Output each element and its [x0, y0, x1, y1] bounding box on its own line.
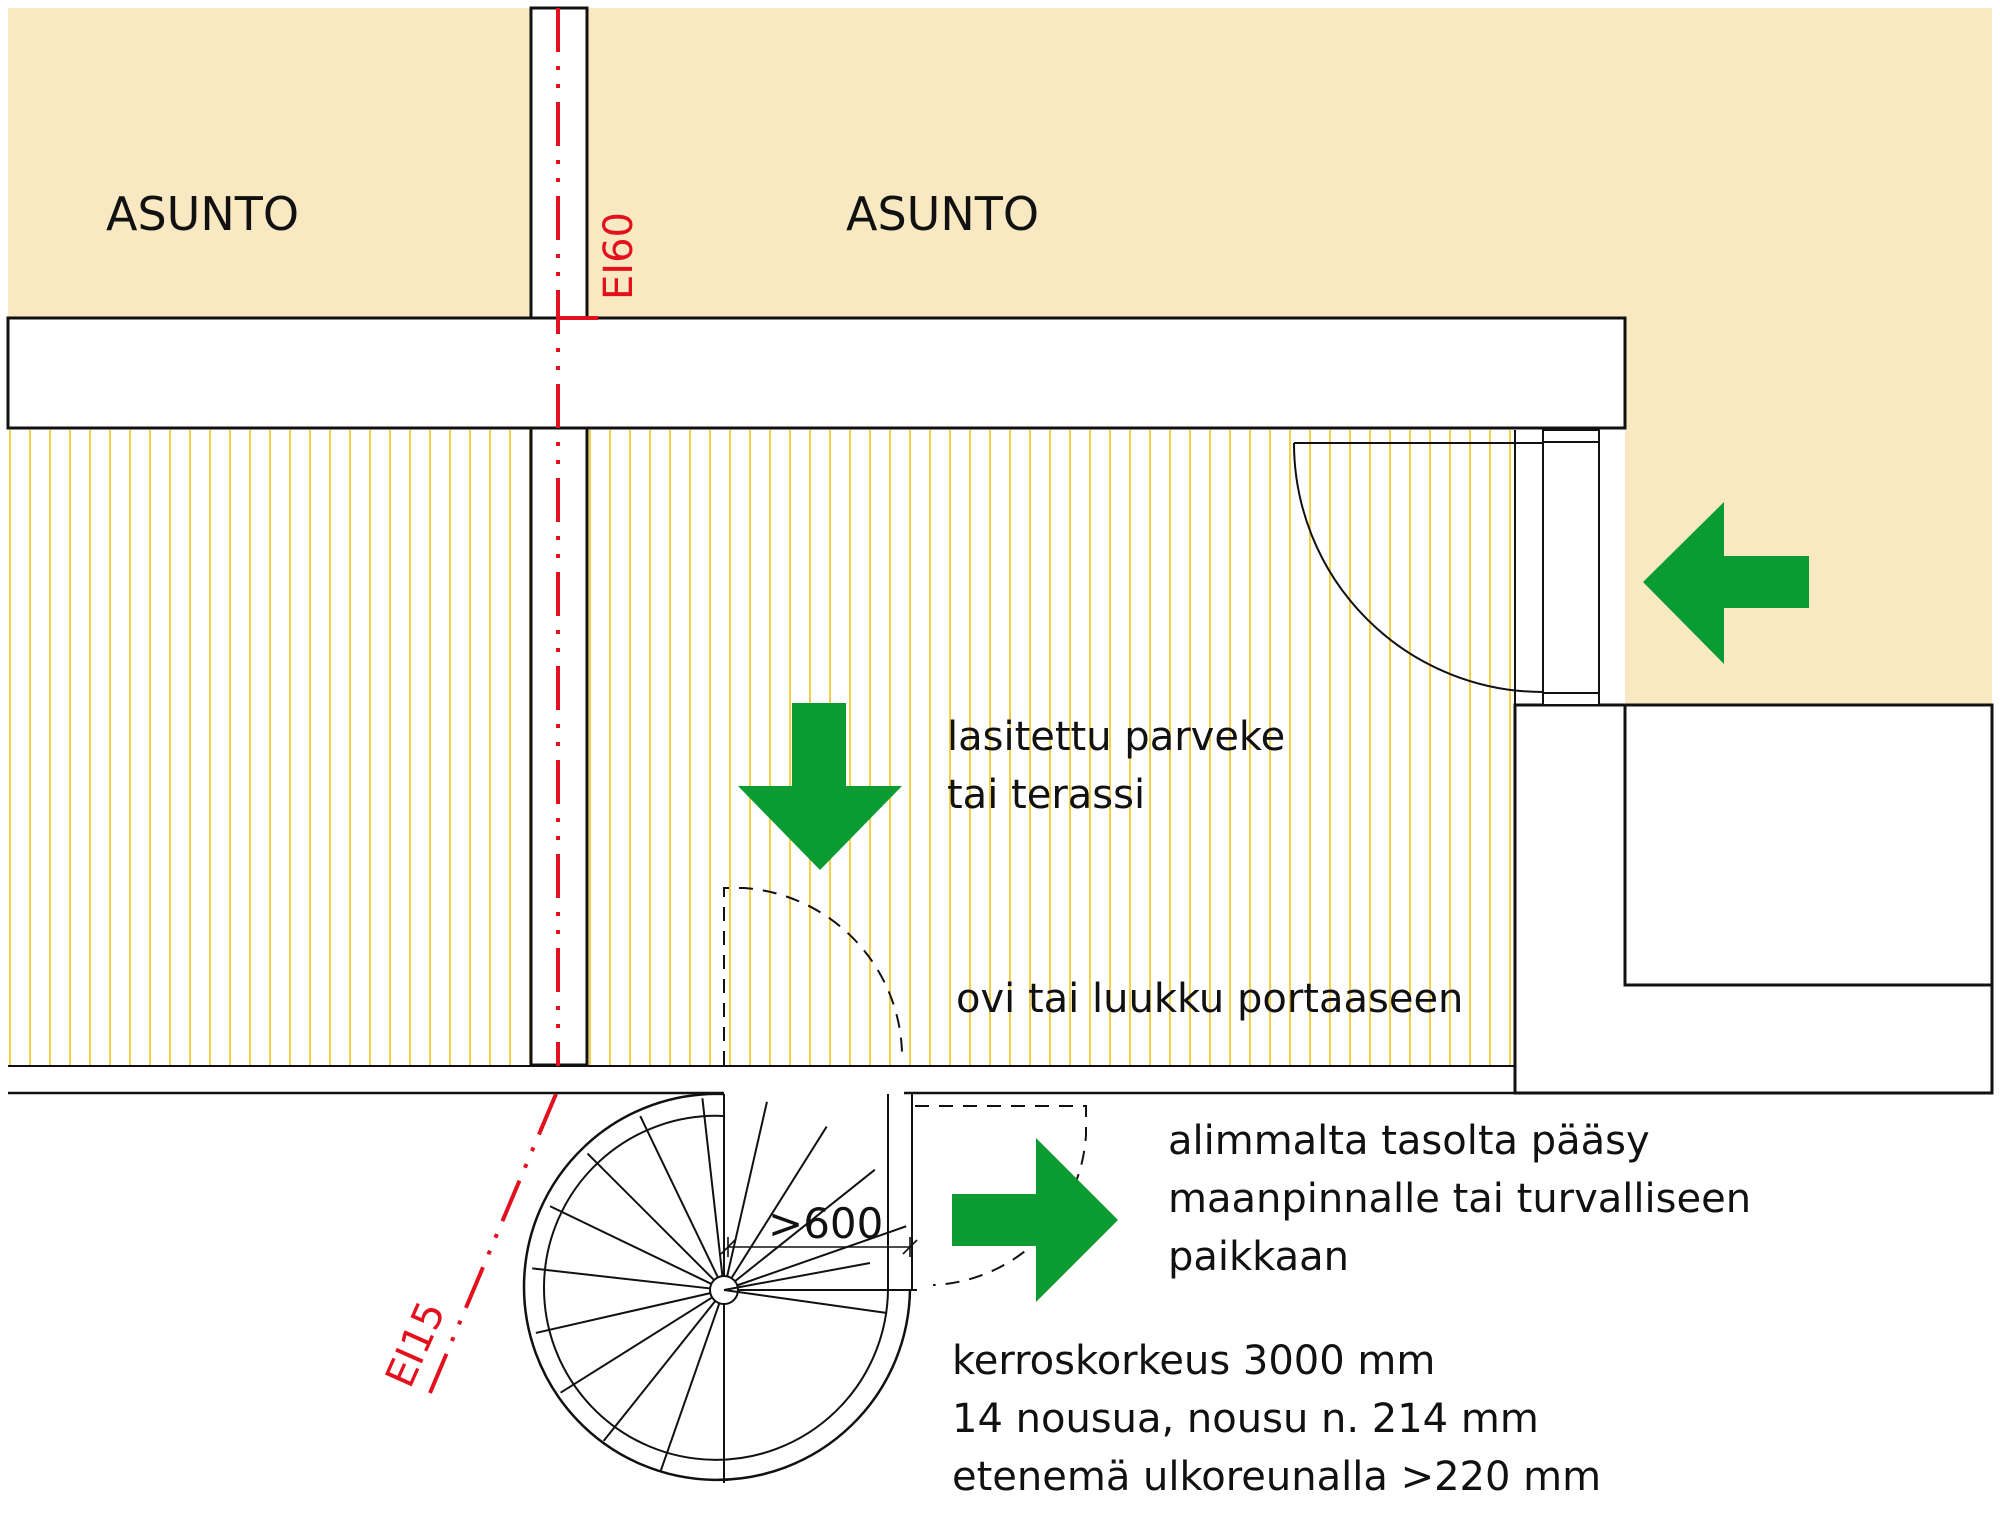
stair-tread [736, 1225, 907, 1287]
spiral-stair [522, 1092, 917, 1483]
balcony-left-area [8, 430, 532, 1066]
apartment-right-label: ASUNTO [846, 187, 1039, 241]
door-label: ovi tai luukku portaaseen [956, 976, 1463, 1022]
stair-tread [723, 1289, 888, 1314]
stair-tread [560, 1296, 713, 1394]
hatch-door [723, 887, 903, 1065]
corner-wall-mask [1517, 707, 1623, 991]
stair-tread [602, 1300, 717, 1442]
fire-line-ei60 [556, 8, 598, 1066]
arrow-right-icon [952, 1138, 1118, 1302]
stair-tread [639, 1115, 719, 1278]
spec-line3: etenemä ulkoreunalla >220 mm [952, 1454, 1601, 1500]
stair-tread [549, 1205, 712, 1285]
balcony-label-line1: lasitettu parveke [947, 714, 1285, 760]
stair-tread [730, 1126, 828, 1279]
arrow-left-icon [1643, 502, 1809, 664]
stair-tread [535, 1292, 711, 1334]
stair-tread [734, 1168, 876, 1283]
stair-tread [532, 1267, 711, 1290]
fire-line-ei15 [428, 1093, 558, 1394]
stair-tread [701, 1098, 724, 1277]
label-ei60: EI60 [596, 212, 642, 300]
apartment-right-area [587, 8, 1992, 318]
exit-label-line2: maanpinnalle tai turvalliseen [1168, 1176, 1751, 1222]
apartment-left-area [8, 8, 532, 318]
dimension-label: >600 [768, 1199, 883, 1248]
label-ei15: EI15 [377, 1295, 455, 1394]
stair-tread [659, 1302, 721, 1473]
apartment-left-label: ASUNTO [106, 187, 299, 241]
spec-line2: 14 nousua, nousu n. 214 mm [952, 1396, 1539, 1442]
stair-tread [723, 1262, 871, 1291]
slab-wall [6, 316, 1627, 430]
exit-label-line3: paikkaan [1168, 1234, 1349, 1280]
stair-opening [724, 1067, 904, 1287]
stair-tread [586, 1152, 715, 1281]
balcony-right-area [587, 430, 1515, 1066]
arrow-down-icon [738, 703, 902, 870]
spec-line1: kerroskorkeus 3000 mm [952, 1338, 1435, 1384]
balcony-label-line2: tai terassi [947, 772, 1145, 818]
entry-door [1293, 429, 1600, 706]
exit-label-line1: alimmalta tasolta pääsy [1168, 1118, 1650, 1164]
dimension-line [720, 1237, 918, 1257]
